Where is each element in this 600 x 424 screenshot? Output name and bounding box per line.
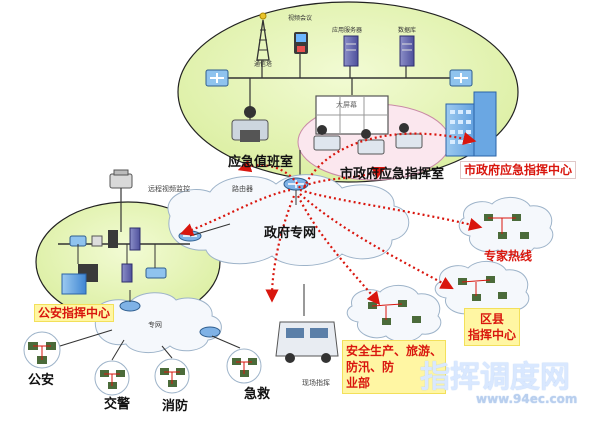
watermark-main: 指挥调度网: [420, 360, 570, 395]
expert-cloud: [458, 197, 554, 257]
leaf-label-emergency: 急救: [244, 387, 271, 402]
county-cloud: [434, 261, 530, 319]
remote-video-label: 远程视频监控: [148, 185, 190, 193]
leaf-node-public-security: [23, 331, 61, 369]
safety-line3: 业部: [346, 376, 371, 390]
router-label: 路由器: [232, 185, 253, 193]
leaf-label-traffic: 交警: [104, 397, 131, 412]
duty-room-label: 应急值班室: [228, 155, 294, 170]
video-conference-icon: [294, 32, 308, 54]
leaf-node-fire: [154, 358, 190, 394]
mobile-command-van-icon: [275, 284, 339, 363]
county-center-label: 区县 指挥中心: [464, 308, 521, 346]
safety-node-icon: [368, 300, 421, 325]
safety-label: 安全生产、旅游、 防汛、防 业部: [342, 340, 447, 394]
county-center-line2: 指挥中心: [468, 328, 517, 342]
leaf-node-traffic: [94, 360, 130, 396]
command-center-label: 市政府应急指挥中心: [460, 161, 577, 179]
gov-network-label: 政府专网: [264, 226, 317, 241]
duty-operator-icon: [231, 106, 269, 142]
leaf-node-emergency: [226, 348, 262, 384]
switch-right-icon: [449, 69, 473, 87]
app-server-label: 应用服务器: [332, 27, 363, 34]
gov-router-icon: [283, 177, 309, 191]
safety-line1: 安全生产、旅游、: [346, 344, 443, 358]
comm-tower-label: 通信塔: [254, 61, 273, 68]
command-operators-icon: [313, 123, 423, 155]
leaf-label-fire: 消防: [162, 399, 189, 414]
comm-tower-icon: [256, 12, 270, 61]
emergency-links: [179, 132, 483, 306]
expert-node-icon: [484, 214, 529, 239]
safety-line2: 防汛、防: [346, 360, 395, 374]
gov-network-cloud: [167, 174, 410, 266]
county-center-line1: 区县: [480, 312, 505, 326]
command-center-building-icon: [445, 91, 497, 157]
mobile-command-label: 现场指挥: [302, 379, 330, 387]
expert-hotline-label: 专家热线: [484, 249, 533, 263]
app-server-icon: [343, 35, 359, 67]
command-room-label: 市政府应急指挥室: [340, 167, 445, 182]
leaf-label-public-security: 公安: [28, 373, 55, 388]
big-screen-label: 大屏幕: [336, 101, 357, 109]
private-net-label: 专网: [148, 321, 162, 329]
big-screen-icon: [315, 95, 389, 135]
watermark-url: www.94ec.com: [476, 392, 578, 406]
remote-video-device-icon: [109, 169, 133, 232]
database-label: 数据库: [398, 27, 417, 34]
safety-cloud: [346, 285, 442, 343]
database-server-icon: [399, 35, 415, 67]
county-node-icon: [458, 276, 507, 301]
switch-left-icon: [205, 69, 229, 87]
private-router-icon: [119, 300, 221, 338]
video-conference-label: 视频会议: [288, 15, 313, 22]
police-center-label: 公安指挥中心: [34, 304, 115, 322]
